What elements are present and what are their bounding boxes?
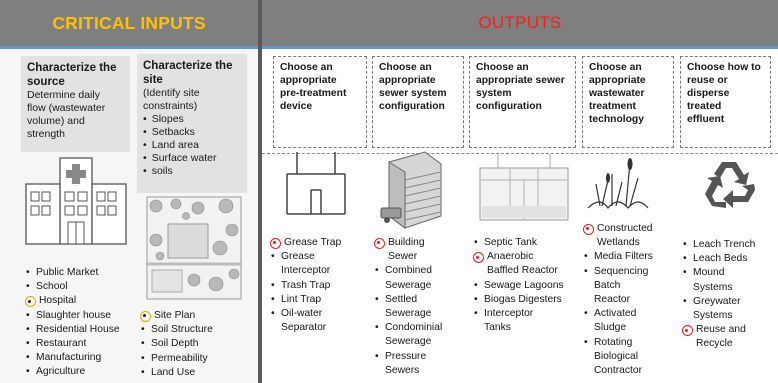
- source-item: Agriculture: [26, 365, 141, 379]
- source-item-highlighted: Hospital: [25, 294, 141, 308]
- hospital-building-icon: [25, 157, 127, 245]
- pretreatment-item-highlighted: Grease Trap: [270, 236, 367, 250]
- sewer-system-item: Septic Tank: [474, 236, 578, 250]
- site-constraint: soils: [143, 165, 241, 178]
- site-item-highlighted: Site Plan: [140, 309, 253, 323]
- septic-tank-icon: [479, 154, 569, 221]
- site-title-1: Characterize the: [143, 60, 233, 72]
- site-constraint: Surface water: [143, 152, 241, 165]
- pretreatment-heading-box: Choose an appropriate pre-treatment devi…: [273, 56, 367, 148]
- site-item: Land Use: [141, 366, 253, 380]
- sewer-system-item: Sewage Lagoons: [474, 279, 578, 293]
- critical-inputs-panel: CRITICAL INPUTS Characterize the source …: [0, 0, 258, 383]
- site-title-2: site: [143, 74, 163, 86]
- source-item: Public Market: [26, 266, 141, 280]
- pretreatment-item: Trash Trap: [271, 279, 367, 293]
- reuse-heading-box: Choose how to reuse or disperse treated …: [680, 56, 771, 148]
- site-list: Site Plan Soil Structure Soil Depth Perm…: [140, 309, 253, 380]
- treatment-tech-item: Media Filters: [584, 250, 676, 264]
- site-constraint: Land area: [143, 139, 241, 152]
- site-item: Permeability: [141, 352, 253, 366]
- highlight-ring-icon: [583, 224, 594, 235]
- highlight-ring-icon: [374, 238, 385, 249]
- source-desc-2: flow (wastewater: [27, 102, 106, 114]
- source-desc-1: Determine daily: [27, 89, 100, 101]
- highlight-ring-icon: [682, 325, 693, 337]
- heading-separator-line: [262, 153, 778, 154]
- recycle-icon: [705, 162, 755, 208]
- highlight-ring-icon: [270, 238, 281, 249]
- source-item: School: [26, 280, 141, 294]
- treatment-tech-heading-box: Choose an appropriate wastewater treatme…: [582, 56, 674, 148]
- source-desc-3: volume) and: [27, 115, 85, 127]
- panel-divider: [258, 0, 262, 383]
- source-title-2: source: [27, 76, 65, 88]
- site-item: Soil Structure: [141, 323, 253, 337]
- sewer-system-heading-box: Choose an appropriate sewer system confi…: [469, 56, 576, 148]
- wetland-plants-icon: [587, 158, 649, 210]
- site-item: Soil Depth: [141, 337, 253, 351]
- reuse-item: Leach Beds: [683, 252, 775, 266]
- header-rule: [0, 46, 258, 49]
- source-item: Slaughter house: [26, 309, 141, 323]
- apartment-building-icon: [380, 151, 442, 229]
- critical-inputs-header: CRITICAL INPUTS: [0, 0, 258, 46]
- site-box: Characterize the site (Identify site con…: [137, 54, 247, 193]
- outputs-title: OUTPUTS: [478, 13, 562, 32]
- highlight-ring-icon: [473, 252, 484, 264]
- reuse-item: Leach Trench: [683, 238, 775, 252]
- source-item: Manufacturing: [26, 351, 141, 365]
- grease-trap-icon: [286, 152, 346, 215]
- site-desc-1: (Identify site: [143, 87, 200, 99]
- highlight-ring-icon: [25, 296, 36, 308]
- source-list: Public Market School Hospital Slaughter …: [25, 266, 141, 380]
- site-constraint: Slopes: [143, 113, 241, 126]
- site-constraint: Setbacks: [143, 126, 241, 139]
- source-title-1: Characterize the: [27, 62, 117, 74]
- highlight-ring-icon: [140, 311, 151, 322]
- source-item: Restaurant: [26, 337, 141, 351]
- header-rule: [262, 46, 778, 49]
- site-desc-2: constraints): [143, 100, 198, 112]
- source-item: Residential House: [26, 323, 141, 337]
- source-desc-4: strength: [27, 128, 65, 140]
- site-constraints-list: Slopes Setbacks Land area Surface water …: [143, 113, 241, 178]
- critical-inputs-title: CRITICAL INPUTS: [52, 12, 206, 33]
- outputs-header: OUTPUTS: [262, 0, 778, 46]
- source-box: Characterize the source Determine daily …: [21, 56, 130, 152]
- sewer-system-item: Biogas Digesters: [474, 293, 578, 307]
- site-plan-icon: [146, 196, 242, 300]
- pretreatment-item: Lint Trap: [271, 293, 367, 307]
- sewer-config-heading-box: Choose an appropriate sewer system confi…: [372, 56, 464, 148]
